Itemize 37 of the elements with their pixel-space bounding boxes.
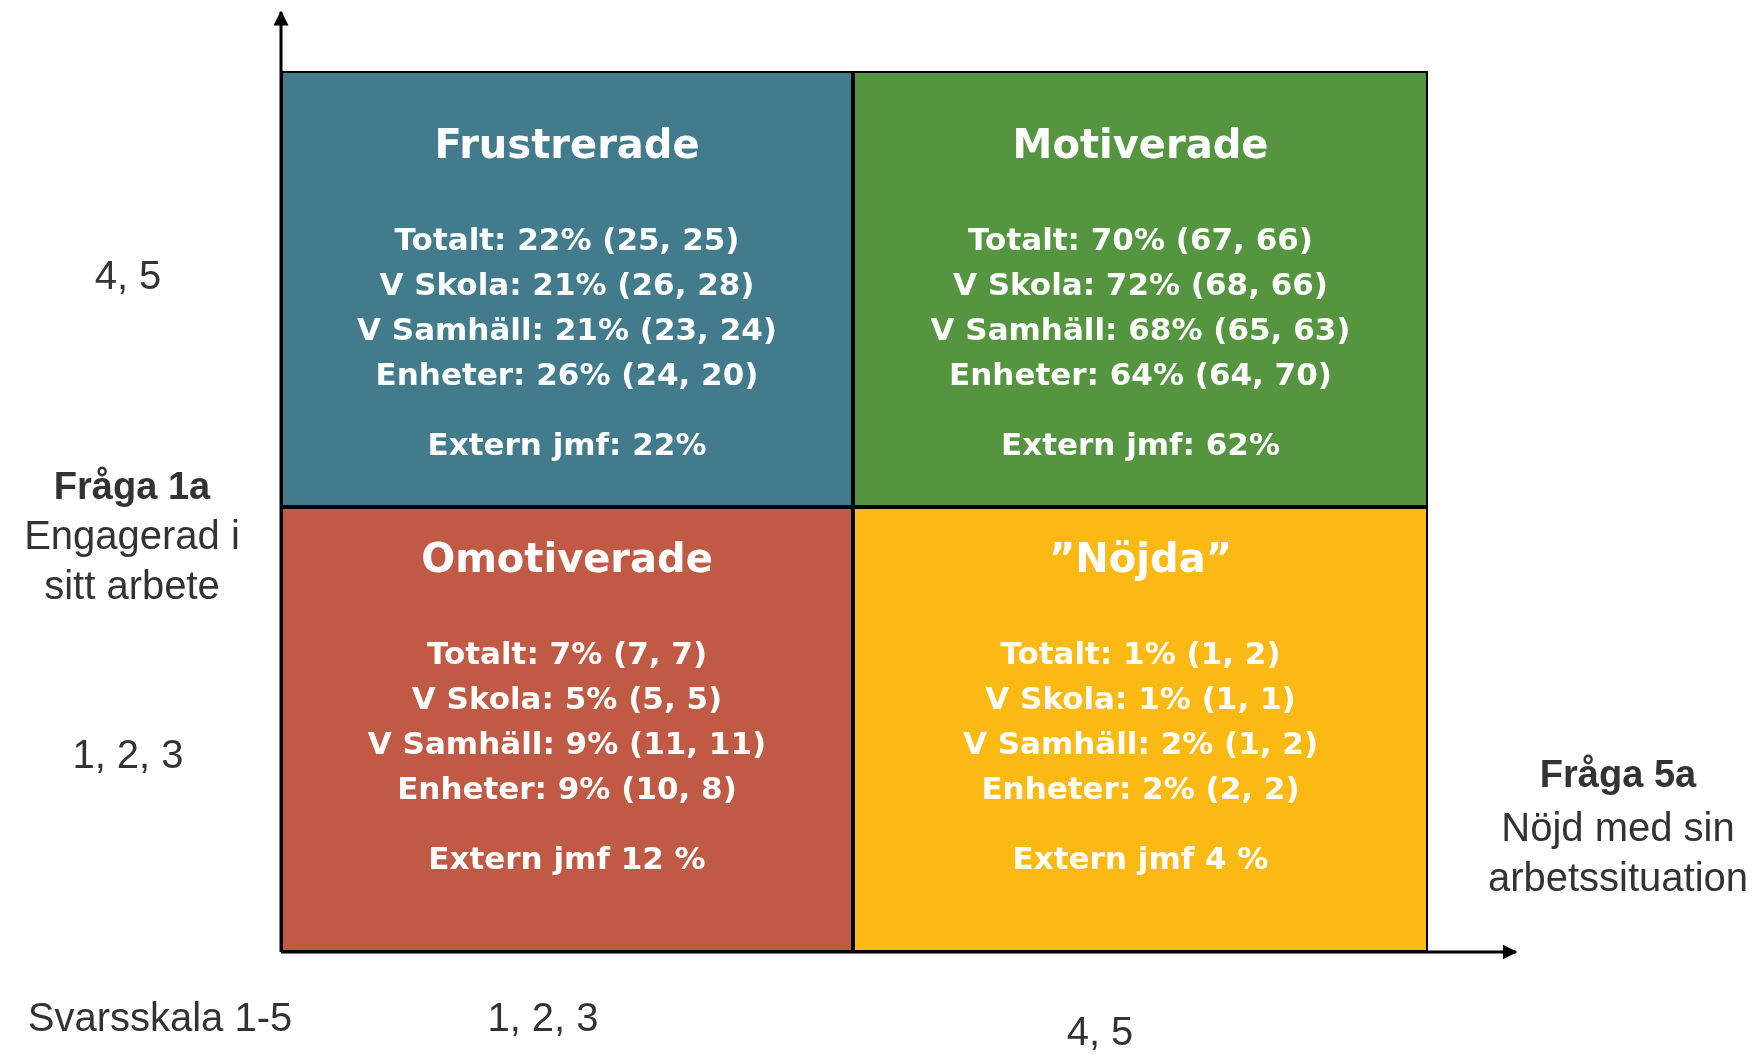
quadrant-box [853, 71, 1428, 507]
quadrant-stat: V Samhäll: 9% (11, 11) [367, 724, 767, 763]
quadrant-title: Omotiverade [421, 535, 713, 581]
quadrant-stat: Extern jmf 4 % [1012, 839, 1269, 878]
scale-note: Svarsskala 1-5 [27, 994, 293, 1041]
axis-description: Engagerad i sitt arbete [23, 512, 241, 609]
quadrant-box [281, 507, 853, 952]
scale-value: 4, 5 [94, 252, 162, 299]
quadrant-title: Motiverade [1012, 121, 1269, 167]
quadrant-stat: Enheter: 64% (64, 70) [949, 355, 1332, 394]
quadrant-stat: Extern jmf 12 % [428, 839, 706, 878]
quadrant-stat: Enheter: 26% (24, 20) [375, 355, 759, 394]
quadrant-title: Frustrerade [434, 121, 700, 167]
quadrant-stat: Totalt: 1% (1, 2) [1000, 634, 1281, 673]
quadrant-title: ”Nöjda” [1049, 535, 1232, 581]
axis-title: Fråga 5a [1539, 752, 1697, 797]
quadrant-stat: V Skola: 72% (68, 66) [952, 265, 1329, 304]
axis-title: Fråga 1a [53, 464, 211, 509]
quadrant-stat: V Samhäll: 68% (65, 63) [930, 310, 1351, 349]
quadrant-stat: V Skola: 1% (1, 1) [985, 679, 1296, 718]
quadrant-stat: Enheter: 9% (10, 8) [397, 769, 737, 808]
quadrant-stat: V Skola: 21% (26, 28) [379, 265, 755, 304]
quadrant-stat: Totalt: 22% (25, 25) [394, 220, 740, 259]
quadrant-box [281, 71, 853, 507]
quadrant-stat: V Skola: 5% (5, 5) [411, 679, 723, 718]
quadrant-stat: Totalt: 7% (7, 7) [426, 634, 708, 673]
quadrant-stat: V Samhäll: 2% (1, 2) [962, 724, 1319, 763]
quadrant-stat: Extern jmf: 62% [1001, 425, 1280, 464]
quadrant-stat: Enheter: 2% (2, 2) [981, 769, 1300, 808]
quadrant-box [853, 507, 1428, 952]
scale-value: 4, 5 [1066, 1008, 1134, 1054]
quadrant-stat: Extern jmf: 22% [427, 425, 707, 464]
quadrant-stat: Totalt: 70% (67, 66) [968, 220, 1313, 259]
scale-value: 1, 2, 3 [487, 994, 599, 1041]
axis-description: Nöjd med sin arbetssituation [1486, 804, 1750, 901]
quadrant-stat: V Samhäll: 21% (23, 24) [357, 310, 777, 349]
scale-value: 1, 2, 3 [72, 731, 184, 778]
